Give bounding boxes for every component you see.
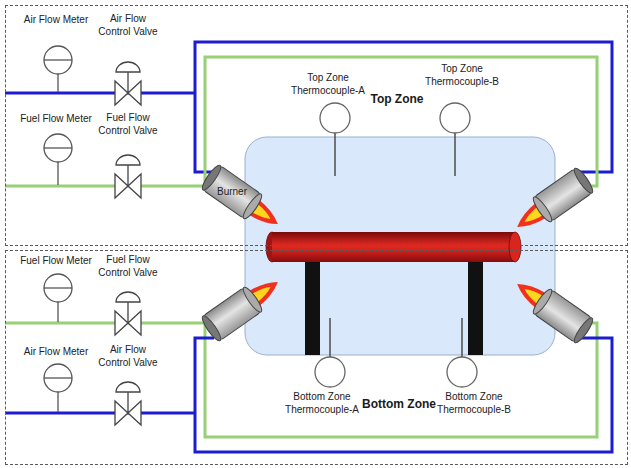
heated-tube: [272, 232, 515, 262]
valve-actuator: [116, 62, 140, 72]
thermocouple-symbol: [315, 357, 345, 387]
burner-cap: [572, 166, 596, 195]
thermocouple-probe: [454, 133, 456, 176]
meter-line: [44, 287, 72, 288]
meter-line: [44, 377, 72, 378]
device-label: Air Flow Meter: [23, 346, 89, 359]
valve-stem: [127, 165, 128, 186]
burner-nozzle: [531, 195, 555, 224]
burner-cap: [200, 163, 224, 192]
flow-meter-symbol: [44, 364, 72, 392]
device-label: Fuel Flow Control Valve: [98, 112, 159, 137]
valve-stem: [127, 72, 128, 93]
burner-symbol: [509, 166, 596, 239]
meter-stem: [57, 392, 58, 412]
air-pipe: [5, 412, 195, 415]
thermocouple-symbol: [440, 103, 470, 133]
device-label: Air Flow Control Valve: [98, 344, 159, 369]
tube-support: [305, 262, 320, 355]
device-label: Fuel Flow Meter: [20, 255, 93, 268]
thermocouple-probe: [334, 133, 336, 176]
meter-stem: [57, 302, 58, 322]
thermocouple-probe: [461, 318, 463, 357]
control-valve-symbol: [115, 401, 141, 425]
valve-actuator: [116, 382, 140, 392]
meter-stem: [57, 74, 58, 92]
device-label: Top Zone Thermocouple-A: [291, 72, 366, 97]
device-label: Bottom Zone Thermocouple-B: [437, 391, 512, 416]
burner-cap: [572, 316, 596, 345]
zone-label: Top Zone: [370, 92, 425, 106]
burner-cap: [200, 314, 224, 343]
fuel-pipe: [205, 323, 597, 437]
flow-meter-symbol: [44, 274, 72, 302]
flow-meter-symbol: [44, 134, 72, 162]
valve-stem: [127, 302, 128, 323]
burner-nozzle: [241, 285, 265, 314]
zone-band: Top Zone: [5, 5, 628, 246]
tube-end: [509, 232, 521, 262]
control-valve-symbol: [115, 174, 141, 198]
valve-actuator: [116, 155, 140, 165]
fuel-pipe: [5, 322, 212, 325]
zone-label: Bottom Zone: [362, 397, 437, 411]
burner-symbol: [200, 270, 287, 343]
device-label: Bottom Zone Thermocouple-A: [285, 391, 360, 416]
meter-line: [44, 147, 72, 148]
meter-line: [44, 59, 72, 60]
device-label: Top Zone Thermocouple-B: [425, 63, 500, 88]
device-label: Fuel Flow Control Valve: [98, 254, 159, 279]
device-label: Burner: [216, 186, 248, 199]
device-label: Air Flow Meter: [23, 14, 89, 27]
fuel-pipe: [5, 185, 212, 188]
control-valve-symbol: [115, 81, 141, 105]
control-valve-symbol: [115, 311, 141, 335]
burner-symbol: [200, 163, 287, 236]
air-pipe: [195, 42, 612, 172]
air-pipe: [5, 92, 195, 95]
meter-stem: [57, 162, 58, 185]
burner-symbol: [509, 272, 596, 345]
flow-meter-symbol: [44, 46, 72, 74]
device-label: Air Flow Control Valve: [98, 13, 159, 38]
air-pipe: [195, 338, 612, 452]
thermocouple-symbol: [320, 103, 350, 133]
zone-band: Bottom Zone: [5, 250, 628, 465]
valve-stem: [127, 392, 128, 413]
burner-nozzle: [241, 192, 265, 221]
thermocouple-symbol: [447, 357, 477, 387]
furnace-chamber: [245, 137, 555, 355]
thermocouple-probe: [329, 318, 331, 357]
valve-actuator: [116, 292, 140, 302]
fuel-pipe: [205, 57, 597, 186]
device-label: Fuel Flow Meter: [20, 113, 93, 126]
burner-nozzle: [531, 287, 555, 316]
tube-support: [468, 262, 483, 355]
